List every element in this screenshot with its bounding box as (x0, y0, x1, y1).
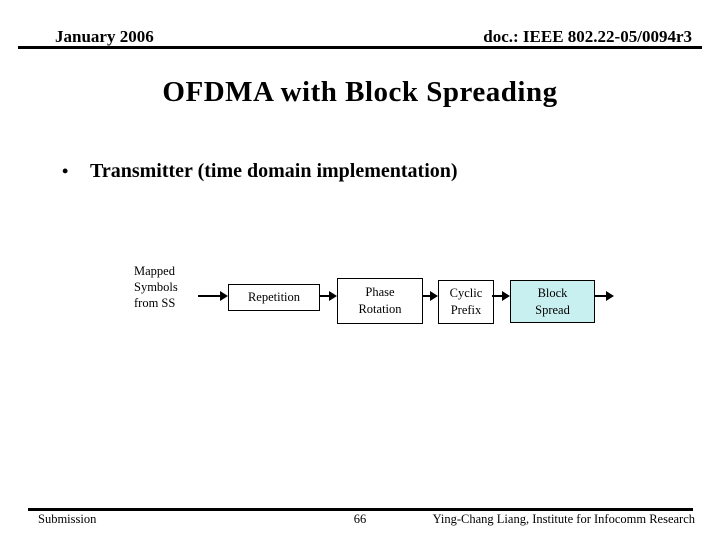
flow-arrow-input (198, 291, 228, 301)
header-rule (18, 46, 702, 49)
bullet-line: • Transmitter (time domain implementation… (62, 160, 458, 183)
block-phase-rotation: Phase Rotation (337, 278, 423, 324)
header-date: January 2006 (55, 27, 154, 46)
footer-submission: Submission (38, 512, 97, 526)
source-label-line: Mapped (134, 264, 175, 278)
block-block-spread: Block Spread (510, 280, 595, 323)
footer-author: Ying-Chang Liang, Institute for Infocomm… (432, 512, 695, 526)
flow-arrow (319, 291, 337, 301)
slide-title: OFDMA with Block Spreading (162, 76, 558, 108)
block-label-line: Prefix (450, 303, 482, 317)
block-label-line: Phase (365, 285, 395, 299)
block-label-line: Spread (535, 302, 570, 317)
source-label-line: Symbols (134, 280, 178, 294)
diagram-source-label: Mapped Symbols from SS (134, 263, 178, 311)
block-label-line: Cyclic (449, 286, 483, 300)
bullet-text: Transmitter (time domain implementation) (90, 160, 458, 182)
block-cyclic-prefix: Cyclic Prefix (438, 280, 494, 324)
flow-arrow (422, 291, 438, 301)
source-label-line: from SS (134, 296, 176, 310)
header-doc-number: doc.: IEEE 802.22-05/0094r3 (483, 27, 692, 46)
footer-rule (28, 508, 693, 511)
flow-arrow-output (594, 291, 614, 301)
block-repetition: Repetition (228, 284, 320, 311)
flow-arrow (492, 291, 510, 301)
block-label-line: Rotation (358, 302, 402, 316)
footer-page-number: 66 (353, 512, 367, 526)
block-label-line: Repetition (247, 290, 301, 304)
block-label-line: Block (537, 285, 568, 300)
bullet-marker: • (62, 161, 69, 181)
